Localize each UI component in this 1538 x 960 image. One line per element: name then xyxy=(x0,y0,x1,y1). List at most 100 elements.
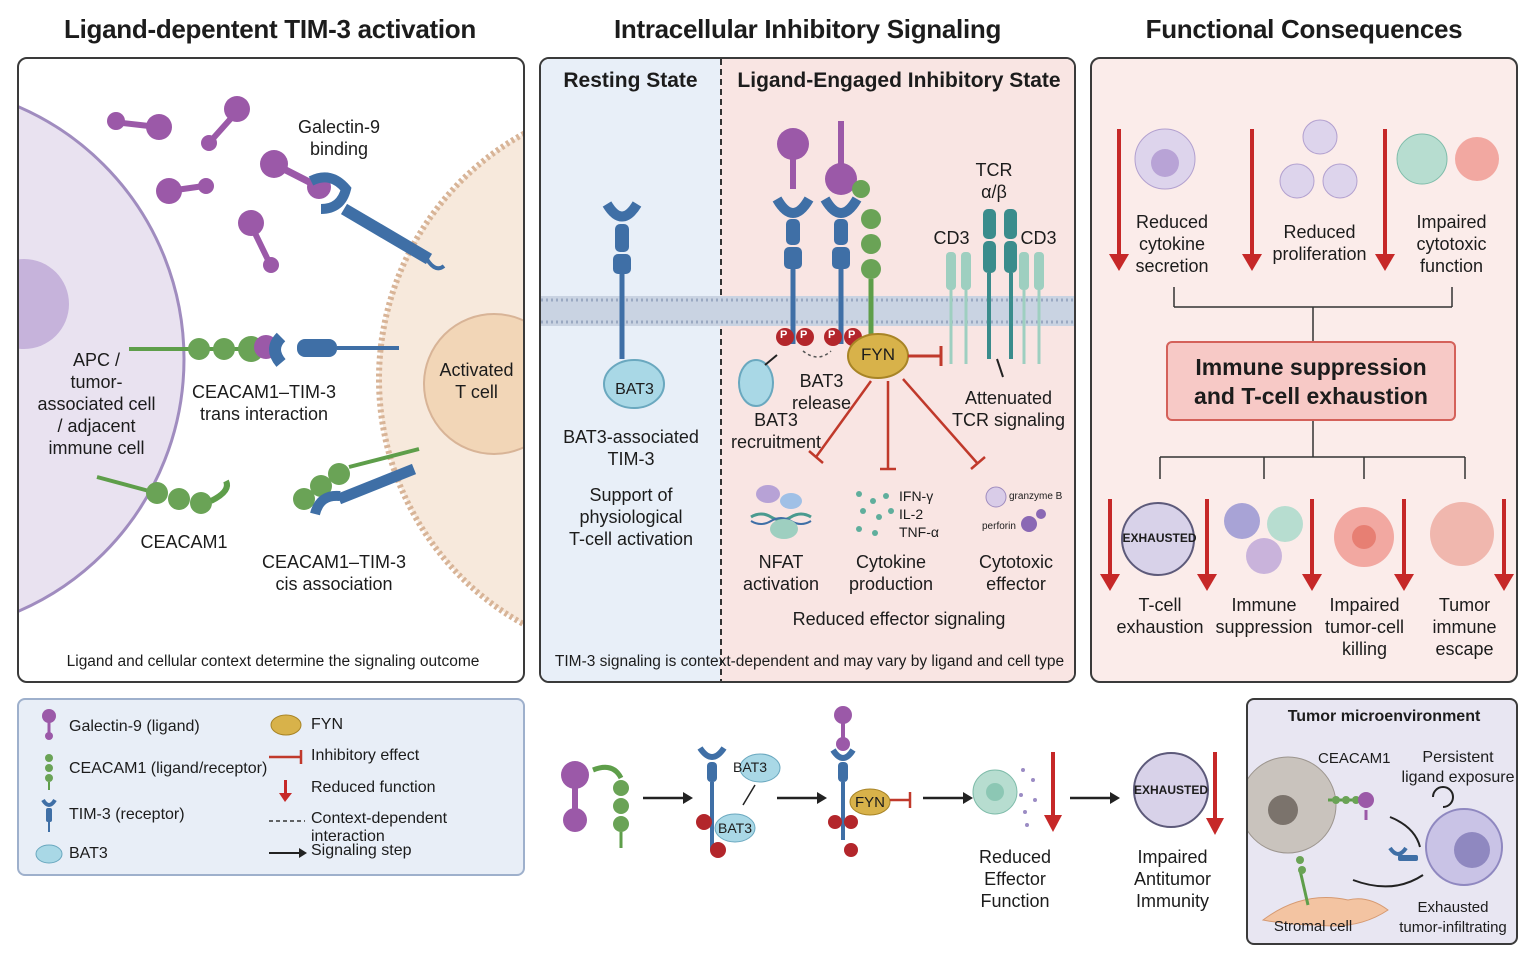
galectin9-binding-icon xyxy=(260,150,446,271)
legend-context-label: Context-dependent interaction xyxy=(311,810,448,845)
nfat-label: NFAT activation xyxy=(742,552,820,594)
legend-bat3-icon xyxy=(35,844,63,864)
legend-step-label: Signaling step xyxy=(311,842,412,859)
perforin-label: perforin xyxy=(982,521,1016,532)
panel-intracellular-signaling: Resting State Ligand-Engaged Inhibitory … xyxy=(539,57,1076,683)
legend-galectin9-label: Galectin-9 (ligand) xyxy=(69,718,200,735)
tme-persistent-label: Persistent ligand exposure xyxy=(1401,749,1515,786)
cytokine-list: IFN-γ IL-2 TNF-α xyxy=(899,488,939,540)
tumor-escape-label: Tumor immune escape xyxy=(1432,595,1497,659)
granzyme-label: granzyme B xyxy=(1009,491,1063,502)
tim3-engaged-icon xyxy=(772,128,814,344)
tme-ceacam-icon xyxy=(1328,792,1374,820)
legend-step-icon xyxy=(269,848,307,858)
panel-ligand-activation: Galectin-9 binding APC / tumor- associat… xyxy=(17,57,525,683)
phospho-2: P xyxy=(800,329,808,341)
tme-stromal-label: Stromal cell xyxy=(1273,918,1353,935)
cis-association-label: CEACAM1–TIM-3 cis association xyxy=(261,552,407,594)
legend-reduced-label: Reduced function xyxy=(311,779,436,796)
impaired-cytotoxic-label: Impaired cytotoxic function xyxy=(1416,212,1487,276)
galectin9-binding-label: Galectin-9 binding xyxy=(297,117,381,159)
signaling-flow xyxy=(561,706,1224,858)
cell-icons-top xyxy=(1134,119,1499,199)
reduced-cytokine-label: Reduced cytokine secretion xyxy=(1135,212,1209,276)
effector-inhibit-lines xyxy=(808,378,986,471)
connector-top xyxy=(1159,287,1466,479)
legend: Galectin-9 (ligand) CEACAM1 (ligand/rece… xyxy=(17,698,525,876)
legend-ceacam-icon xyxy=(45,754,53,790)
t-cell-nucleus-icon xyxy=(423,313,523,455)
impaired-killing-label: Impaired tumor-cell killing xyxy=(1324,595,1404,659)
galectin9-free-icon xyxy=(107,96,279,273)
tme-title: Tumor microenvironment xyxy=(1287,708,1481,725)
apc-label: APC / tumor- associated cell / adjacent … xyxy=(37,350,156,458)
legend-icons xyxy=(35,709,307,864)
flow-step-arrows xyxy=(643,792,1120,804)
reduced-arrows-top xyxy=(1109,129,1395,271)
cytokine-dots-icon xyxy=(856,491,894,536)
bat3-resting-label: BAT3 xyxy=(615,381,654,398)
legend-tim3-label: TIM-3 (receptor) xyxy=(69,806,185,823)
trans-interaction-label: CEACAM1–TIM-3 trans interaction xyxy=(191,382,337,424)
phospho-1: P xyxy=(780,329,788,341)
legend-fyn-label: FYN xyxy=(311,716,343,733)
ceacam1-free-icon xyxy=(96,475,230,514)
panel2-illustration xyxy=(541,121,1074,539)
panel2-heading: Intracellular Inhibitory Signaling xyxy=(613,14,1002,44)
flow-impaired-antitumor-label: Impaired Antitumor Immunity xyxy=(1133,847,1212,911)
bat3-release-label: BAT3 release xyxy=(791,371,852,413)
tim3-resting-icon xyxy=(602,201,665,409)
flow-ligands-icon xyxy=(561,761,629,848)
nfat-icon xyxy=(750,485,812,539)
activated-t-cell-label: Activated T cell xyxy=(439,360,514,402)
resting-state-label: Resting State xyxy=(563,69,698,92)
reduced-effector-label: Reduced effector signaling xyxy=(792,609,1006,629)
immune-suppression-label: Immune suppression xyxy=(1215,595,1313,637)
flow-fyn-label: FYN xyxy=(855,794,885,811)
attenuated-label: Attenuated TCR signaling xyxy=(951,388,1066,430)
flow-bat3-bottom: BAT3 xyxy=(718,820,752,836)
granzyme-perforin-icon xyxy=(985,486,1046,532)
engaged-state-label: Ligand-Engaged Inhibitory State xyxy=(737,69,1061,92)
legend-inhibit-icon xyxy=(269,750,303,764)
tim3-ceacam-engaged-icon xyxy=(820,121,881,344)
tme-illustration xyxy=(1248,756,1503,927)
cd3-right-label: CD3 xyxy=(1020,228,1057,248)
cis-association-icon xyxy=(293,447,420,516)
flow-exhausted-badge: EXHAUSTED xyxy=(1133,783,1208,797)
bat3-recruitment-label: BAT3 recruitment xyxy=(730,410,822,452)
legend-galectin-icon xyxy=(42,709,56,740)
legend-inhibitory-label: Inhibitory effect xyxy=(311,747,420,764)
immune-suppression-box: Immune suppression and T-cell exhaustion xyxy=(1166,341,1456,421)
legend-reduced-icon xyxy=(279,780,292,802)
panel1-illustration xyxy=(19,96,523,628)
t-cell-exhaustion-label: T-cell exhaustion xyxy=(1116,595,1204,637)
legend-ceacam1-label: CEACAM1 (ligand/receptor) xyxy=(69,760,268,777)
ceacam1-label: CEACAM1 xyxy=(140,532,228,552)
flow-exhausted-icon xyxy=(1133,752,1224,835)
panel3-heading: Functional Consequences xyxy=(1145,14,1463,44)
flow-bat3-top: BAT3 xyxy=(733,759,767,775)
panel2-footnote: TIM-3 signaling is context-dependent and… xyxy=(554,653,1065,670)
phospho-icons xyxy=(776,328,862,346)
legend-bat3-label: BAT3 xyxy=(69,845,108,862)
tme-stromal-icon xyxy=(1261,856,1389,927)
bat3-associated-label: BAT3-associated TIM-3 xyxy=(563,427,699,469)
reduced-proliferation-label: Reduced proliferation xyxy=(1272,222,1367,264)
cytokine-production-label: Cytokine production xyxy=(848,552,934,594)
tcr-icon xyxy=(946,209,1044,378)
flow-reduced-effector-label: Reduced Effector Function xyxy=(978,847,1052,911)
support-label: Support of physiological T-cell activati… xyxy=(568,485,694,549)
tme-tim3-icon xyxy=(1388,846,1418,861)
panel-functional-consequences: Reduced cytokine secretion Reduced proli… xyxy=(1090,57,1518,683)
flow-reduced-effector-icon xyxy=(972,752,1062,832)
panel3-illustration xyxy=(1100,119,1514,591)
tumor-microenvironment: Tumor microenvironment CEACAM1 Persisten… xyxy=(1246,698,1518,945)
phospho-4: P xyxy=(848,329,856,341)
panel1-footnote: Ligand and cellular context determine th… xyxy=(66,653,480,670)
trans-interaction-icon xyxy=(129,332,399,367)
phospho-3: P xyxy=(828,329,836,341)
tme-exhausted-label: Exhausted tumor-infiltrating xyxy=(1399,899,1507,936)
tme-ceacam1-label: CEACAM1 xyxy=(1318,750,1391,767)
cytotoxic-effector-label: Cytotoxic effector xyxy=(978,552,1054,594)
